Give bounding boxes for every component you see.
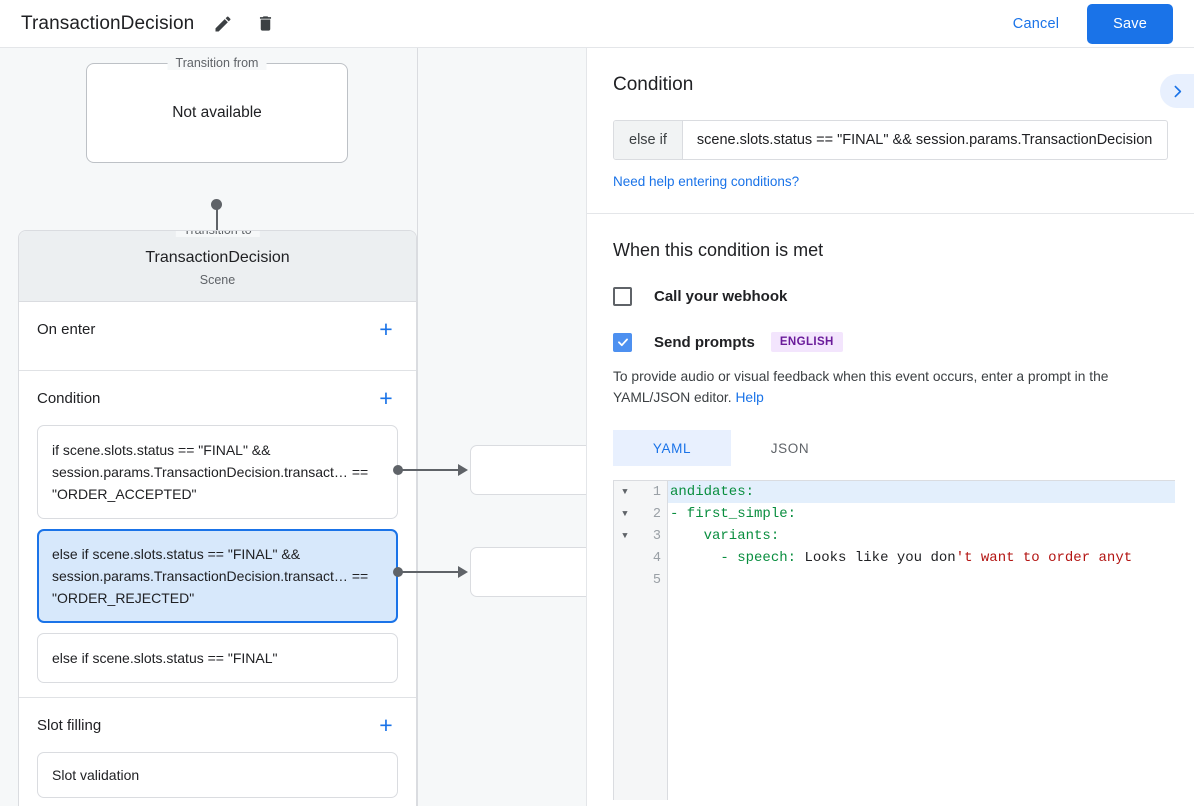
collapse-panel-button[interactable]: [1160, 74, 1194, 108]
line-number-2: 2: [652, 506, 661, 522]
transition-from-value: Not available: [172, 104, 262, 121]
delete-button[interactable]: [252, 11, 278, 37]
line-number-1: 1: [652, 484, 661, 500]
save-button[interactable]: Save: [1087, 3, 1173, 44]
target-box-2[interactable]: [470, 547, 586, 597]
call-webhook-label: Call your webhook: [654, 288, 788, 305]
panel-title: Condition: [613, 74, 694, 95]
fold-caret-icon-2[interactable]: ▼: [622, 509, 628, 519]
gutter-line-4: 4: [614, 547, 667, 569]
section-header-slot-filling: Slot filling +: [37, 698, 398, 752]
code-line-4-indent: -: [670, 550, 738, 566]
gutter-line-5: 5: [614, 569, 667, 591]
condition-input-row: else if: [613, 120, 1168, 160]
language-badge: ENGLISH: [770, 332, 843, 352]
code-line-3: variants:: [668, 525, 1175, 547]
section-title-slot-filling: Slot filling: [37, 716, 102, 734]
code-line-1: andidates:: [668, 481, 1175, 503]
scene-card: Transition to TransactionDecision Scene …: [18, 230, 417, 806]
section-title-condition: Condition: [37, 389, 101, 407]
scene-name: TransactionDecision: [145, 249, 290, 266]
send-prompts-label: Send prompts: [654, 333, 755, 351]
cancel-button[interactable]: Cancel: [999, 8, 1073, 40]
connector-line-1: [398, 469, 460, 471]
condition-card-2[interactable]: else if scene.slots.status == "FINAL" &&…: [37, 529, 398, 623]
editor-gutter: ▼ 1 ▼ 2 ▼ 3 4 5: [614, 481, 668, 800]
line-number-4: 4: [652, 550, 661, 566]
editor-code-area[interactable]: andidates: - first_simple: variants: - s…: [668, 481, 1175, 800]
page-title: TransactionDecision: [21, 12, 195, 34]
gutter-line-3: ▼ 3: [614, 525, 667, 547]
slot-validation-card[interactable]: Slot validation: [37, 752, 398, 798]
code-line-2: - first_simple:: [668, 503, 1175, 525]
prompts-hint-text: To provide audio or visual feedback when…: [613, 369, 1109, 405]
add-on-enter-button[interactable]: +: [379, 315, 393, 342]
target-box-1[interactable]: [470, 445, 586, 495]
add-slot-filling-button[interactable]: +: [379, 711, 393, 738]
transition-to-legend: Transition to: [175, 231, 260, 237]
add-condition-button[interactable]: +: [379, 384, 393, 411]
section-condition: Condition + if scene.slots.status == "FI…: [19, 371, 416, 698]
tab-yaml[interactable]: YAML: [613, 430, 731, 466]
transition-from-legend: Transition from: [167, 56, 267, 70]
connector-arrow-1: [458, 464, 468, 476]
scene-type: Scene: [199, 273, 236, 287]
editor-format-tabs: YAML JSON: [613, 430, 1168, 466]
panel-condition-section: Condition else if Need help entering con…: [587, 48, 1194, 214]
chevron-right-icon: [1174, 85, 1181, 97]
code-line-4: - speech: Looks like you don't want to o…: [668, 547, 1175, 569]
fold-caret-icon-1[interactable]: ▼: [622, 487, 628, 497]
connector-line-2: [398, 571, 460, 573]
when-condition-met-title: When this condition is met: [613, 240, 824, 260]
line-number-3: 3: [652, 528, 661, 544]
code-line-4-key: speech: [737, 550, 788, 566]
code-line-5: [668, 569, 1175, 591]
code-line-2-text: - first_simple:: [670, 506, 797, 522]
code-line-3-text: variants:: [670, 528, 780, 544]
trash-icon: [259, 16, 271, 31]
checkmark-icon: [617, 338, 628, 347]
gutter-line-1: ▼ 1: [614, 481, 667, 503]
code-line-4-plain: Looks like you don: [804, 550, 956, 566]
send-prompts-checkbox[interactable]: [613, 332, 632, 352]
call-webhook-checkbox[interactable]: [613, 287, 632, 306]
condition-details-panel: Condition else if Need help entering con…: [586, 48, 1194, 806]
prompts-hint: To provide audio or visual feedback when…: [613, 366, 1168, 408]
line-number-5: 5: [652, 572, 661, 588]
webhook-row: Call your webhook: [613, 287, 1168, 306]
fold-caret-icon-3[interactable]: ▼: [622, 531, 628, 541]
canvas-divider: [417, 48, 418, 806]
send-prompts-row: Send prompts ENGLISH: [613, 332, 1168, 352]
condition-prefix-label: else if: [614, 121, 683, 159]
panel-when-met-section: When this condition is met Call your web…: [587, 214, 1194, 800]
prompts-help-link[interactable]: Help: [735, 390, 764, 405]
connector-arrow-2: [458, 566, 468, 578]
section-slot-filling: Slot filling + Slot validation: [19, 698, 416, 806]
code-line-1-text: andidates:: [670, 484, 755, 500]
section-title-on-enter: On enter: [37, 320, 96, 338]
flow-canvas: Transition from Not available Transition…: [0, 48, 586, 806]
condition-card-3[interactable]: else if scene.slots.status == "FINAL": [37, 633, 398, 683]
section-header-on-enter: On enter +: [37, 302, 398, 356]
condition-card-1[interactable]: if scene.slots.status == "FINAL" && sess…: [37, 425, 398, 519]
top-app-bar: TransactionDecision Cancel Save: [0, 0, 1194, 48]
transition-to-header: Transition to TransactionDecision Scene: [19, 231, 416, 302]
section-on-enter: On enter +: [19, 302, 416, 371]
gutter-line-2: ▼ 2: [614, 503, 667, 525]
pencil-icon: [215, 15, 231, 31]
code-editor[interactable]: ▼ 1 ▼ 2 ▼ 3 4 5: [613, 480, 1175, 800]
code-line-4-colon: :: [787, 550, 805, 566]
condition-expression-input[interactable]: [682, 121, 1167, 159]
section-header-condition: Condition +: [37, 371, 398, 425]
transition-from-box: Transition from Not available: [86, 56, 348, 163]
edit-pencil-button[interactable]: [210, 11, 236, 37]
code-line-4-string: 't want to order anyt: [955, 550, 1133, 566]
condition-help-link[interactable]: Need help entering conditions?: [613, 174, 800, 189]
tab-json[interactable]: JSON: [770, 440, 810, 456]
